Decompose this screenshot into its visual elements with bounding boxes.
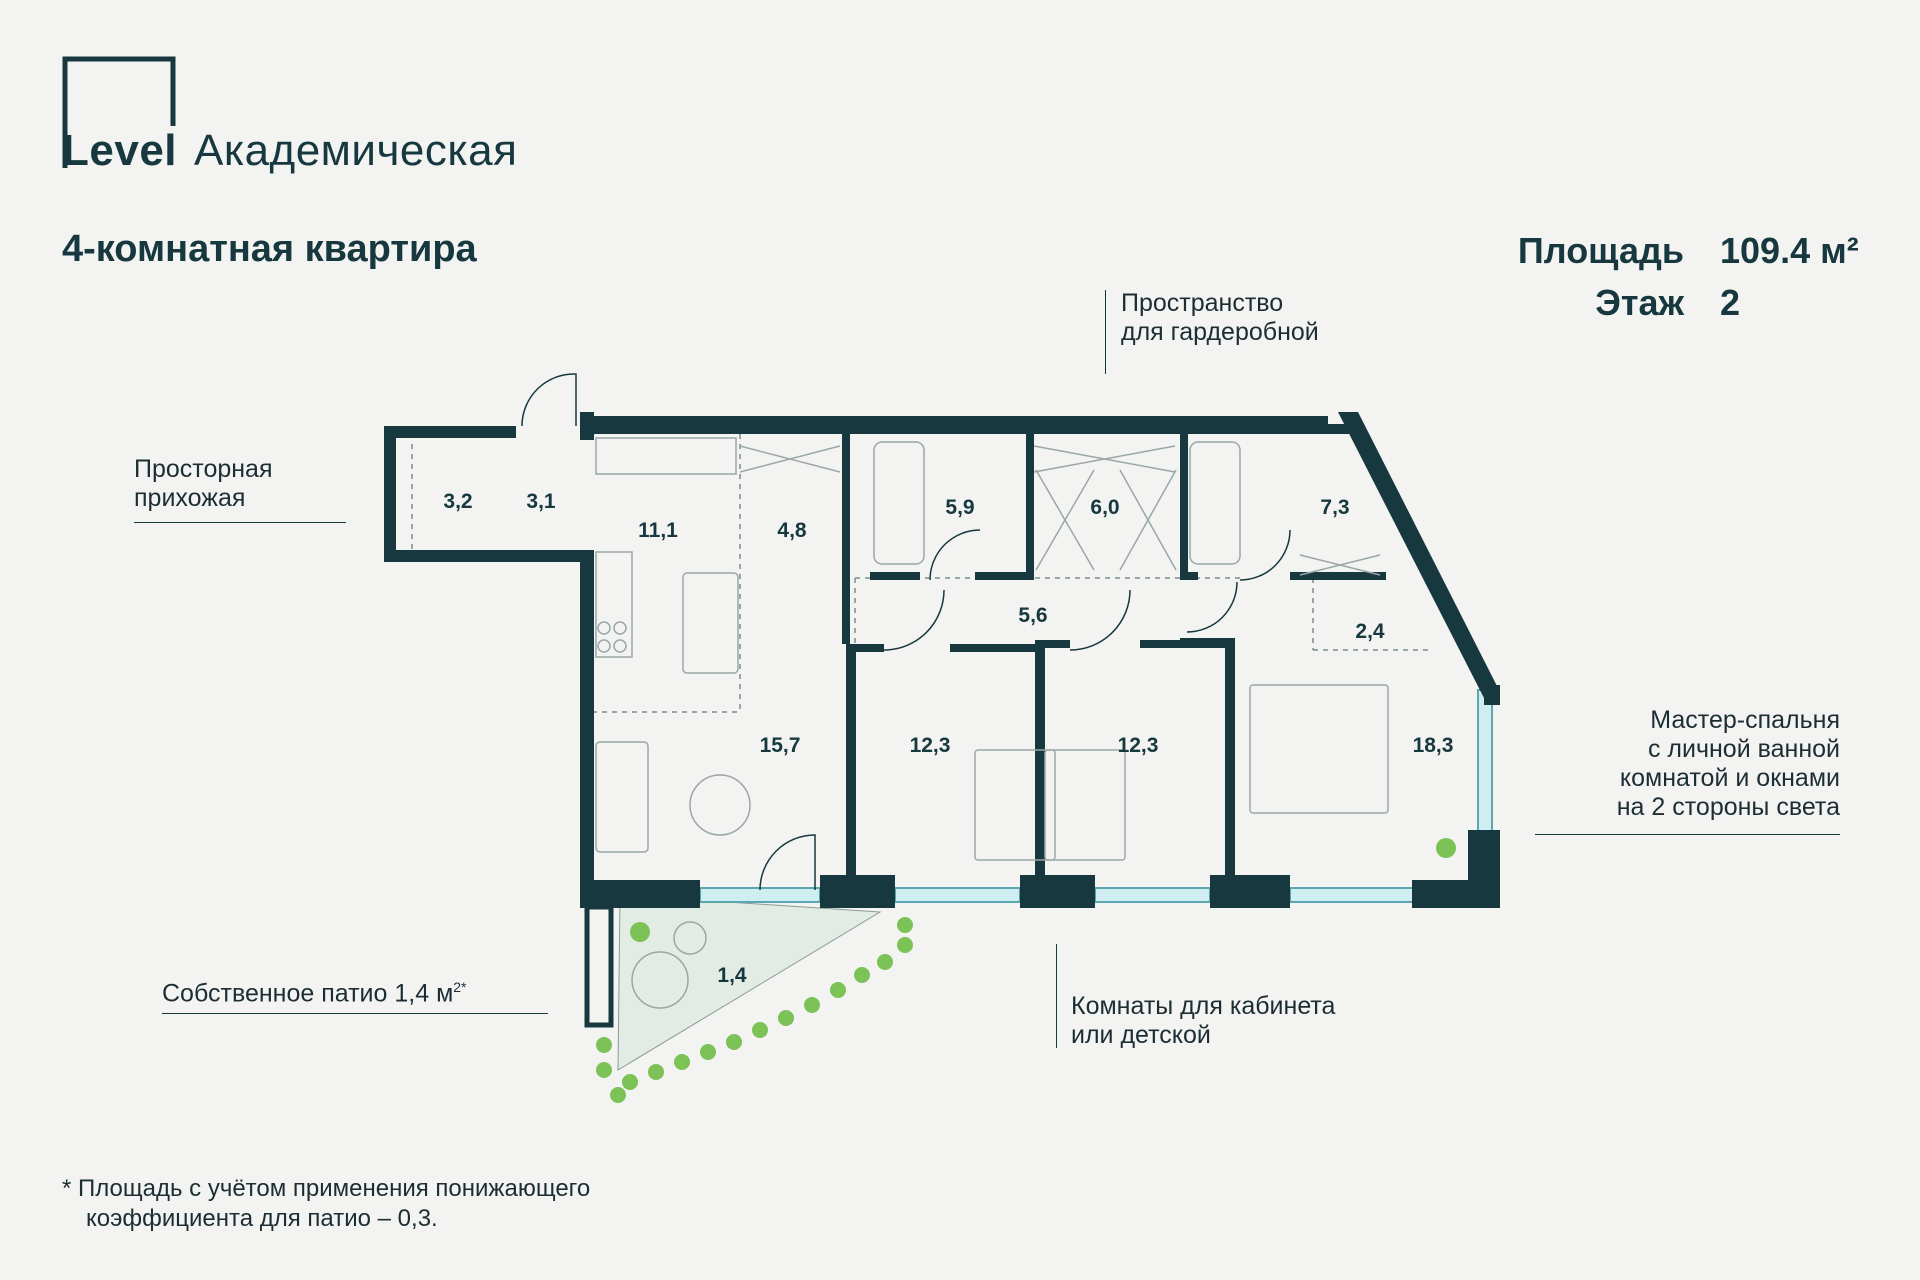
wardrobe-callout: Пространство для гардеробной [1121,289,1319,347]
doors [521,373,1291,891]
room-label-closet2: 2,4 [1355,620,1385,643]
kids-callout-line1: Комнаты для кабинета [1071,992,1336,1020]
wardrobe-callout-line1: Пространство [1121,289,1284,317]
logo-frame-icon [62,56,176,168]
zone-dividers [411,434,1430,713]
logo: Level Академическая [62,56,562,176]
patio-callout: Собственное патио 1,4 м2* [162,973,467,1008]
room-label-bath2: 7,3 [1320,496,1349,519]
room-label-patio: 1,4 [717,964,747,987]
footnote: * Площадь с учётом применения понижающег… [62,1174,590,1234]
master-callout-line1: Мастер-спальня [1650,706,1840,734]
floor-label: Этаж [1595,282,1684,323]
master-callout-line4: на 2 стороны света [1616,793,1840,821]
footnote-line1: * Площадь с учётом применения понижающег… [62,1175,591,1202]
room-label-bath1: 5,9 [945,496,974,519]
kids-callout: Комнаты для кабинета или детской [1071,992,1335,1050]
footnote-line2: коэффициента для патио – 0,3. [86,1205,438,1232]
fixtures [595,437,1389,1009]
room-label-living: 15,7 [760,734,801,757]
kids-callout-line [1056,944,1057,1048]
hallway-callout: Просторная прихожая [134,455,273,513]
room-label-laundry: 4,8 [777,519,807,542]
master-callout-line3: комнатой и окнами [1619,764,1840,792]
patio-callout-sup: 2* [453,979,467,995]
master-callout-line [1535,834,1840,835]
floor-value: 2 [1720,282,1741,323]
room-labels: 3,2 3,1 11,1 4,8 5,9 6,0 7,3 5,6 2,4 15,… [443,490,1453,987]
patio-area [617,894,882,1071]
room-label-bedroom1: 12,3 [910,734,951,757]
kids-callout-line2: или детской [1071,1021,1211,1049]
master-callout-line2: с личной ванной [1647,735,1840,763]
windows [699,689,1496,903]
logo-project-name: Академическая [194,126,518,175]
area-value: 109.4 м² [1720,230,1859,271]
hallway-callout-line1: Просторная [134,455,273,483]
room-label-hall: 3,1 [526,490,556,513]
area-label: Площадь [1517,230,1684,271]
room-label-corridor: 5,6 [1018,604,1047,627]
room-label-master: 18,3 [1413,734,1454,757]
patio-callout-line [162,1013,548,1014]
room-label-storage: 3,2 [443,490,472,513]
hallway-callout-line [134,522,346,523]
hallway-callout-line2: прихожая [134,484,246,512]
logo-level: Level [62,126,178,175]
room-label-bedroom2: 12,3 [1118,734,1159,757]
room-label-kitchen: 11,1 [638,519,678,542]
room-label-wardrobe: 6,0 [1090,496,1119,519]
patio-callout-text: Собственное патио 1,4 м [162,979,454,1008]
walls [384,412,1500,1028]
plant-icons [596,838,1456,1103]
master-callout: Мастер-спальня с личной ванной комнатой … [1500,706,1840,822]
apartment-title: 4-комнатная квартира [62,228,477,270]
wardrobe-callout-line2: для гардеробной [1121,318,1319,346]
wardrobe-callout-line [1105,290,1106,374]
